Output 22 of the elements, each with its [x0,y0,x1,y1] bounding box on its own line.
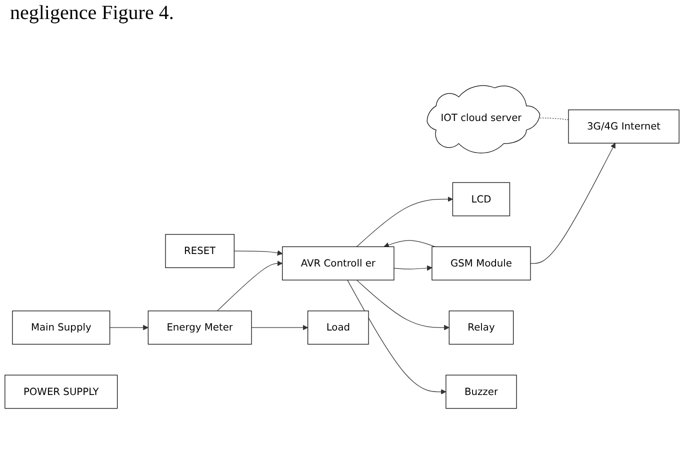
arrow [216,260,283,312]
arrow [384,240,436,248]
node-box: RESET [165,234,234,268]
node-box: GSM Module [432,246,531,280]
node-box: AVR Controll er [282,246,394,280]
arrow [251,324,308,330]
node-box: LCD [452,182,510,216]
arrow [356,196,453,248]
arrow [530,142,616,264]
node-box: Main Supply [12,310,110,345]
arrow [356,280,450,330]
node-box: Relay [448,310,514,345]
node-box: Load [308,310,369,345]
arrow [394,265,432,271]
caption-text: negligence Figure 4. [10,2,175,25]
node-box: Buzzer [446,374,517,409]
node-box: 3G/4G Internet [568,110,680,144]
arrow [234,250,283,256]
node-box: Energy Meter [148,310,252,345]
arrow [347,280,446,394]
node-box: POWER SUPPLY [4,374,118,409]
arrow [110,324,148,330]
